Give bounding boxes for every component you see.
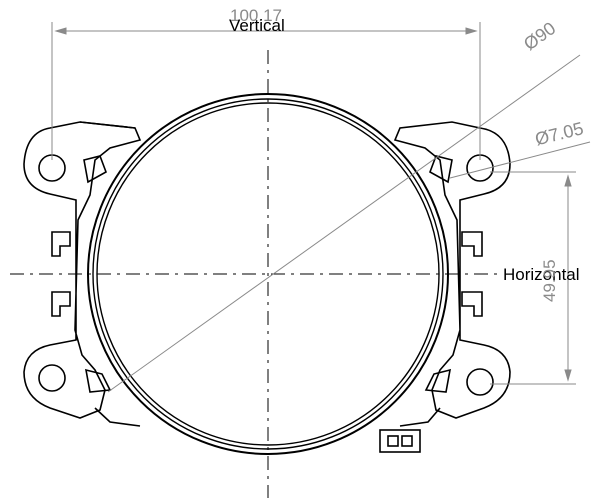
horizontal-axis-label: Horizontal (503, 265, 580, 284)
vertical-axis-label: Vertical (229, 16, 285, 35)
center-lines (10, 50, 500, 498)
lamp-outer-circle (87, 93, 449, 455)
dia705-leader (449, 141, 591, 179)
width-dimension-label: 100.17 (230, 6, 282, 25)
hole-bottom-left (38, 364, 66, 392)
dimension-lines (51, 22, 591, 393)
dia90-leader (107, 54, 581, 393)
bracket-outline (23, 121, 511, 453)
hole-bottom-right (466, 368, 494, 396)
lamp-mid-circle (92, 98, 444, 450)
lamp-body (87, 93, 449, 455)
height-dimension-label: 49.95 (540, 259, 559, 302)
lamp-inner-circle (96, 102, 440, 446)
mounting-holes (38, 154, 494, 396)
